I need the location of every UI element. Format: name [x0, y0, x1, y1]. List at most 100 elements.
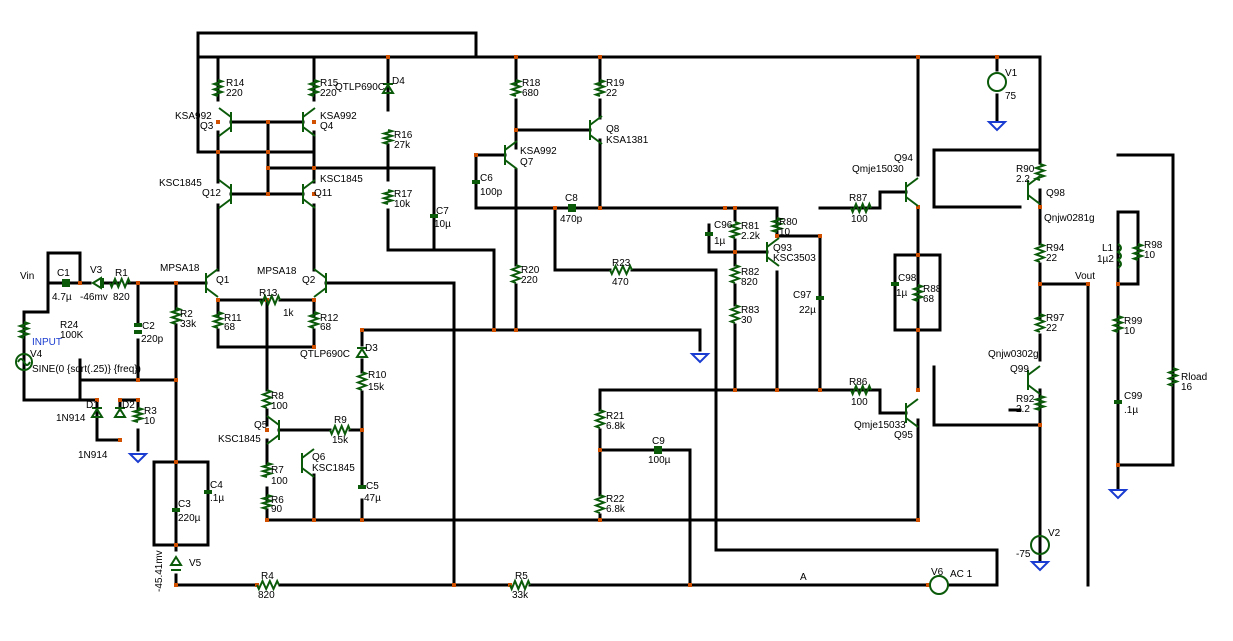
transistor-q5 — [266, 415, 280, 445]
label-mpsa18b: MPSA18 — [257, 266, 297, 277]
label-r12: R12 — [320, 313, 339, 324]
label-c9v: 100µ — [648, 455, 671, 466]
label-c97: C97 — [793, 290, 812, 301]
resistor-r20 — [509, 264, 523, 284]
wire — [474, 153, 602, 210]
label-q94v: Qmje15030 — [852, 164, 904, 175]
label-r92: R92 — [1016, 394, 1035, 405]
junction-node — [775, 234, 779, 238]
label-d4: D4 — [392, 76, 405, 87]
label-v6: V6 — [931, 567, 944, 578]
label-v3: V3 — [90, 265, 103, 276]
junction-node — [386, 55, 390, 59]
junction-node — [312, 518, 316, 522]
label-c7v: 10µ — [434, 219, 451, 230]
label-r11: R11 — [224, 313, 242, 324]
junction-node — [818, 234, 822, 238]
label-r81v: 2.2k — [741, 231, 761, 242]
transistor-q6 — [301, 448, 315, 478]
label-r21v: 6.8k — [606, 421, 626, 432]
junction-node — [312, 298, 316, 302]
junction-node — [916, 205, 920, 209]
capacitor-c4 — [204, 490, 212, 494]
junction-node — [136, 281, 140, 285]
label-q2: Q2 — [302, 275, 316, 286]
wire — [598, 448, 692, 587]
label-r13: R13 — [259, 288, 278, 299]
junction-node — [1116, 282, 1120, 286]
label-r10: R10 — [368, 370, 387, 381]
resistor-r97 — [1033, 313, 1047, 333]
transistor-q95 — [905, 398, 919, 428]
label-v5v: -45.41mv — [154, 550, 165, 592]
label-q5: Q5 — [254, 420, 268, 431]
label-r3v: 10 — [144, 416, 156, 427]
wire — [22, 281, 50, 314]
label-r81: R81 — [741, 221, 760, 232]
capacitor-c2 — [134, 323, 142, 327]
label-r12v: 68 — [320, 322, 332, 333]
label-c98v: 1µ — [896, 288, 908, 299]
capacitor-c97 — [816, 296, 824, 300]
label-r19v: 22 — [606, 88, 618, 99]
resistor-r80 — [769, 217, 785, 233]
label-r22: R22 — [606, 494, 625, 505]
resistor-r87 — [850, 201, 872, 215]
wire — [312, 166, 436, 252]
wire — [196, 31, 478, 59]
resistor-r98 — [1130, 243, 1146, 261]
label-r97: R97 — [1046, 313, 1065, 324]
wire — [152, 460, 210, 547]
junction-node — [514, 128, 518, 132]
label-d2: D2 — [122, 400, 135, 411]
label-l1: L1 — [1102, 243, 1114, 254]
label-r16v: 27k — [394, 140, 411, 151]
label-q99: Q99 — [1010, 364, 1029, 375]
label-q11: Q11 — [314, 188, 333, 199]
label-r18v: 680 — [522, 88, 539, 99]
label-c1: C1 — [57, 268, 70, 279]
junction-node — [733, 388, 737, 392]
junction-node — [78, 281, 82, 285]
label-q98: Q98 — [1046, 188, 1065, 199]
label-r19: R19 — [606, 78, 625, 89]
capacitor-c8 — [568, 204, 576, 212]
label-r22v: 6.8k — [606, 504, 626, 515]
junction-node — [174, 281, 178, 285]
label-c9: C9 — [652, 436, 665, 447]
junction-node — [174, 583, 178, 587]
junction-node — [174, 378, 178, 382]
label-r88: R88 — [923, 284, 942, 295]
transistor-q98 — [1027, 175, 1041, 205]
label-q3: Q3 — [200, 121, 214, 132]
resistor-r22 — [593, 494, 607, 514]
voltage-source-v2 — [1030, 535, 1050, 555]
junction-node — [95, 398, 99, 402]
label-r20v: 220 — [521, 275, 538, 286]
label-l1v: 1µ2 — [1097, 254, 1114, 265]
junction-node — [492, 328, 496, 332]
wires — [22, 31, 1175, 587]
label-r6v: 90 — [271, 504, 283, 515]
label-q6: Q6 — [312, 452, 326, 463]
resistor-r15 — [306, 79, 322, 97]
capacitor-c99 — [1114, 400, 1122, 404]
capacitor-c9 — [654, 446, 662, 454]
resistor-r24 — [16, 321, 32, 339]
label-c3v: 220µ — [178, 513, 201, 524]
label-r1: R1 — [115, 268, 128, 279]
sine-symbol — [17, 358, 31, 366]
label-r5v: 33k — [512, 590, 529, 601]
junction-node — [118, 398, 122, 402]
label-q93: Q93 — [773, 243, 792, 254]
junction-node — [266, 120, 270, 124]
transistor-q7 — [504, 140, 518, 170]
label-c6v: 100p — [480, 187, 503, 198]
junction-node — [916, 518, 920, 522]
label-c2: C2 — [142, 321, 155, 332]
label-q6v: KSC1845 — [312, 463, 355, 474]
resistor-r12 — [306, 311, 322, 329]
label-r87: R87 — [849, 193, 868, 204]
label-c2v: 220p — [141, 334, 164, 345]
label-r83v: 30 — [741, 315, 753, 326]
